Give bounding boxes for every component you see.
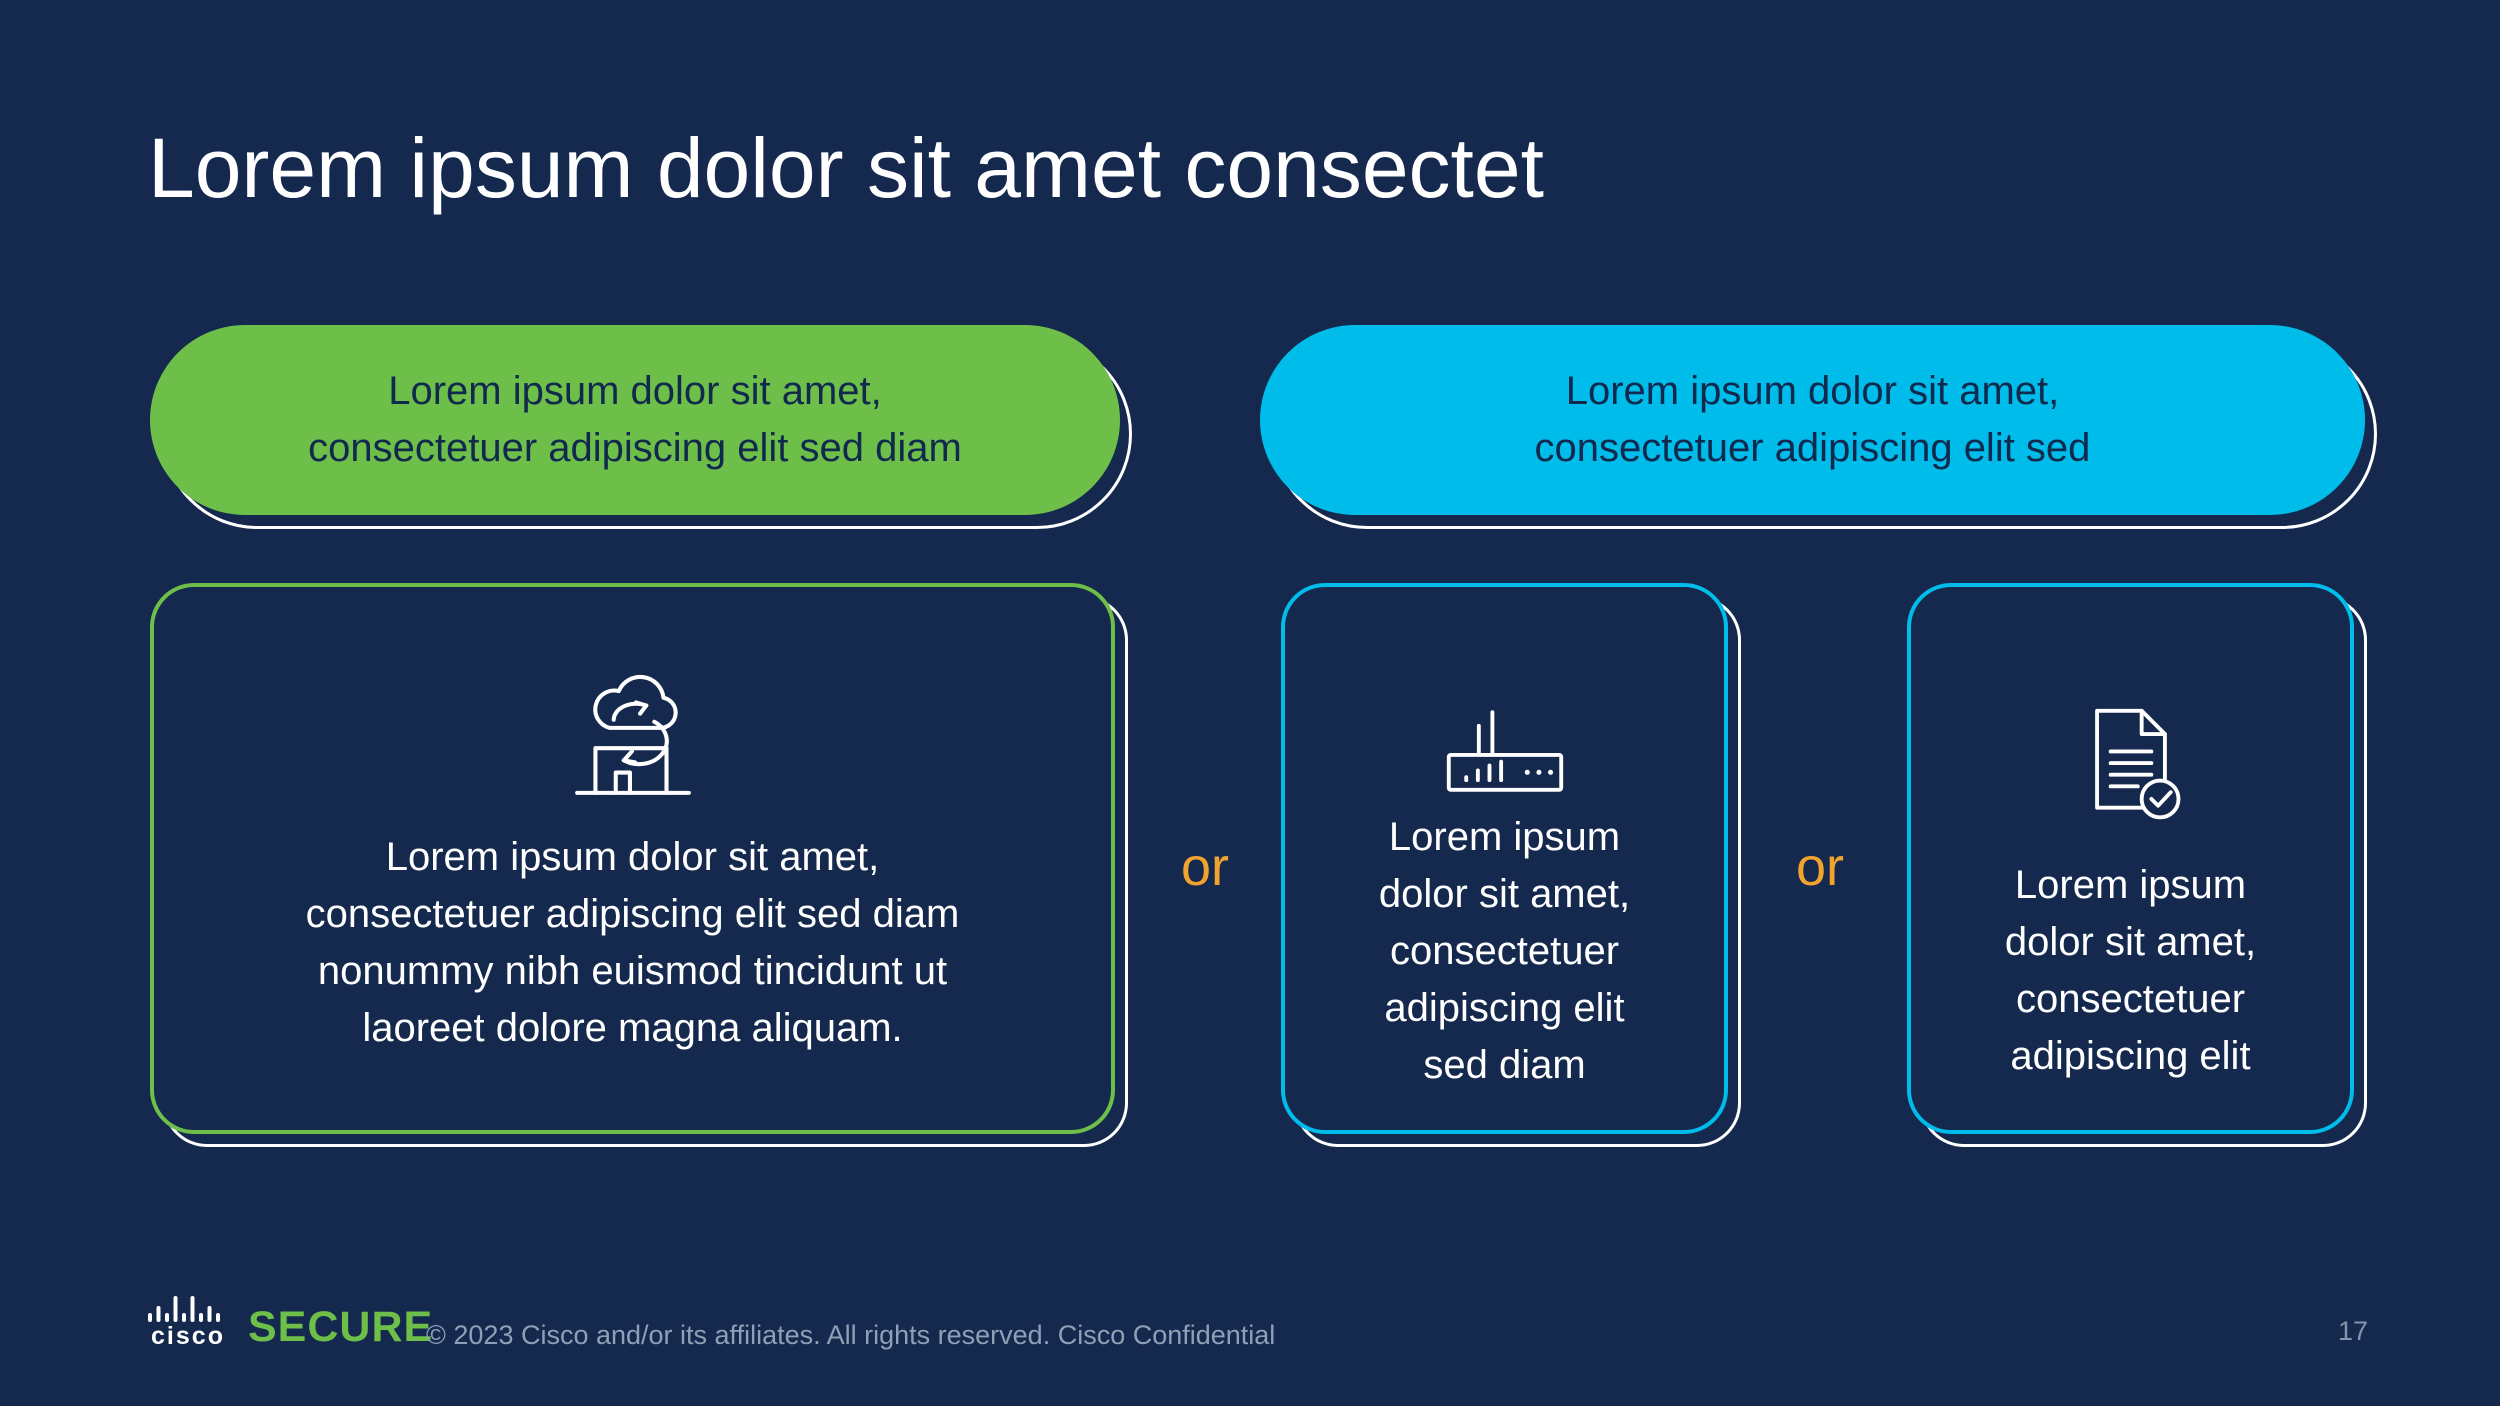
card-3-line-3: consectetuer bbox=[2015, 977, 2246, 1021]
card-3-line-1: Lorem ipsum bbox=[2014, 863, 2247, 907]
card-1-line-2: consectetuer adipiscing elit sed diam bbox=[305, 892, 960, 936]
cisco-bars-icon bbox=[148, 1296, 220, 1322]
green-pill-header: Lorem ipsum dolor sit amet, consectetuer… bbox=[150, 325, 1120, 515]
card-1-text: Lorem ipsum dolor sit amet, consectetuer… bbox=[306, 829, 960, 1057]
page-title: Lorem ipsum dolor sit amet consectet bbox=[148, 121, 1544, 215]
page-number: 17 bbox=[2338, 1316, 2369, 1346]
card-2-line-3: consectetuer bbox=[1389, 929, 1620, 973]
copyright-text: © 2023 Cisco and/or its affiliates. All … bbox=[426, 1320, 1276, 1350]
card-1-line-4: laoreet dolore magna aliquam. bbox=[362, 1006, 903, 1050]
card-2-line-4: adipiscing elit bbox=[1384, 986, 1625, 1030]
cyan-pill-header: Lorem ipsum dolor sit amet, consectetuer… bbox=[1260, 325, 2365, 515]
cisco-logo: cisco bbox=[148, 1292, 228, 1349]
green-pill-line-1: Lorem ipsum dolor sit amet, bbox=[388, 369, 882, 413]
card-1: Lorem ipsum dolor sit amet, consectetuer… bbox=[150, 583, 1115, 1134]
card-1-line-1: Lorem ipsum dolor sit amet, bbox=[385, 835, 880, 879]
green-pill-line-2: consectetuer adipiscing elit sed diam bbox=[308, 426, 962, 470]
cloud-sync-building-icon bbox=[567, 625, 699, 803]
card-2-line-5: sed diam bbox=[1423, 1043, 1586, 1087]
or-separator-2: or bbox=[1795, 837, 1844, 897]
card-2-text: Lorem ipsum dolor sit amet, consectetuer… bbox=[1379, 809, 1630, 1094]
secure-wordmark: SECURE bbox=[248, 1303, 434, 1351]
card-2-line-2: dolor sit amet, bbox=[1378, 872, 1631, 916]
card-3-line-2: dolor sit amet, bbox=[2004, 920, 2257, 964]
card-2-line-1: Lorem ipsum bbox=[1388, 815, 1621, 859]
card-1-line-3: nonummy nibh euismod tincidunt ut bbox=[317, 949, 948, 993]
cisco-wordmark: cisco bbox=[151, 1322, 225, 1350]
card-3-line-4: adipiscing elit bbox=[2010, 1034, 2251, 1078]
cyan-pill-line-2: consectetuer adipiscing elit sed bbox=[1534, 426, 2091, 470]
card-3-text: Lorem ipsum dolor sit amet, consectetuer… bbox=[2005, 857, 2256, 1085]
cyan-pill-line-1: Lorem ipsum dolor sit amet, bbox=[1565, 369, 2060, 413]
wireless-router-icon bbox=[1442, 637, 1568, 797]
document-check-icon bbox=[2068, 639, 2194, 829]
or-separator-1: or bbox=[1180, 837, 1229, 897]
card-2: Lorem ipsum dolor sit amet, consectetuer… bbox=[1281, 583, 1728, 1134]
card-3: Lorem ipsum dolor sit amet, consectetuer… bbox=[1907, 583, 2354, 1134]
